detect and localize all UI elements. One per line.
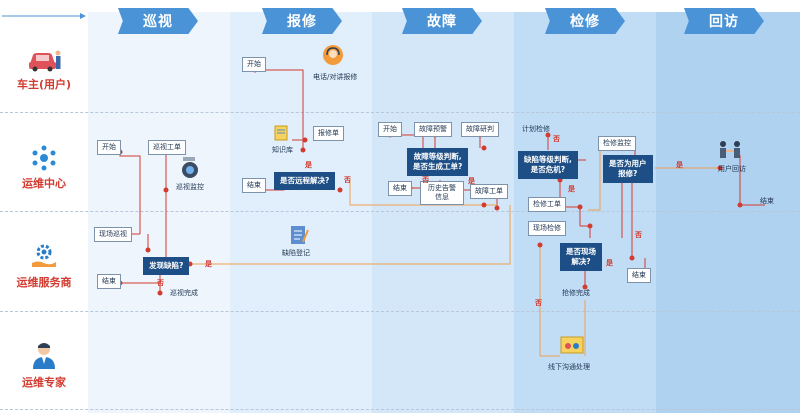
lane-divider (0, 311, 800, 312)
column-bg-report (230, 12, 372, 413)
camera-icon (182, 157, 198, 178)
decision-defect-level-line1: 缺陷等级判断, (524, 155, 572, 164)
lane-divider (0, 409, 800, 410)
node-plan-repair: 计划检修 (522, 125, 550, 133)
decision-defect-level: 缺陷等级判断, 是否危机? (518, 151, 578, 179)
node-start-patrol: 开始 (97, 140, 121, 155)
role-label-provider: 运维服务商 (16, 276, 72, 289)
column-bg-fault (372, 12, 514, 413)
yes-label: 是 (468, 177, 475, 185)
yes-label: 是 (205, 260, 212, 268)
yes-label: 是 (305, 161, 312, 169)
node-history-alarm: 历史告警信息 (420, 181, 464, 205)
decision-defect-level-line2: 是否危机? (530, 165, 566, 174)
no-label: 否 (422, 176, 429, 184)
node-patrol-order: 巡视工单 (148, 140, 186, 155)
node-user-return: 用户回访 (718, 165, 746, 173)
node-phone-report: 电话/对讲报修 (313, 73, 358, 81)
lane-divider (0, 211, 800, 212)
book-icon (274, 125, 288, 141)
yes-label: 是 (676, 161, 683, 169)
phase-tab-repair: 检修 (545, 8, 625, 34)
column-bg-return (656, 12, 800, 413)
phase-tab-return: 回访 (684, 8, 764, 34)
yes-label: 是 (568, 185, 575, 193)
no-label: 否 (157, 279, 164, 287)
decision-found-defect: 发现缺陷? (143, 257, 190, 275)
decision-site-solve-line2: 解决? (571, 257, 591, 266)
column-bg-patrol (88, 12, 230, 413)
phase-tab-fault: 故障 (402, 8, 482, 34)
decision-fault-level: 故障等级判断, 是否生成工单? (407, 148, 469, 176)
molecule-icon (32, 145, 56, 171)
node-start-fault: 开始 (378, 122, 402, 137)
node-repair-monitor: 检修监控 (598, 136, 636, 151)
node-repair-form: 报修单 (313, 126, 344, 141)
no-label: 否 (635, 231, 642, 239)
node-patrol-monitor: 巡视监控 (176, 183, 204, 191)
car-icon (29, 50, 61, 72)
node-start-report: 开始 (242, 57, 266, 72)
node-field-patrol: 现场巡视 (94, 227, 132, 242)
decision-user-report: 是否为用户 报修? (603, 155, 653, 183)
phase-tab-report: 报修 (262, 8, 342, 34)
node-end-report: 结束 (242, 178, 266, 193)
headset-icon (323, 45, 343, 65)
node-repair-done: 抢修完成 (562, 289, 590, 297)
expert-icon (33, 343, 55, 369)
node-end-return: 结束 (760, 197, 774, 205)
node-repair-order: 检修工单 (528, 197, 566, 212)
decision-fault-level-line1: 故障等级判断, (413, 152, 462, 161)
no-label: 否 (553, 135, 560, 143)
node-offline-handle: 线下沟通处理 (548, 363, 590, 371)
gear-hand-icon (32, 244, 56, 267)
lane-divider (0, 112, 800, 113)
node-fault-order: 故障工单 (470, 184, 508, 199)
role-label-owner: 车主(用户) (16, 78, 72, 91)
node-knowledge-base: 知识库 (272, 146, 293, 154)
node-defect-register: 缺陷登记 (282, 249, 310, 257)
decision-remote-solve: 是否远程解决? (274, 172, 336, 190)
role-label-center: 运维中心 (22, 177, 66, 190)
node-fault-warning: 故障预警 (414, 122, 452, 137)
phase-tab-patrol: 巡视 (118, 8, 198, 34)
form-icon (291, 226, 309, 244)
handshake-icon (720, 141, 740, 158)
no-label: 否 (344, 176, 351, 184)
node-patrol-done: 巡视完成 (170, 289, 198, 297)
role-label-expert: 运维专家 (22, 376, 66, 389)
node-end-fault: 结束 (388, 181, 412, 196)
offline-icon (560, 336, 584, 354)
decision-fault-level-line2: 是否生成工单? (413, 162, 463, 171)
node-field-repair: 现场检修 (528, 221, 566, 236)
node-fault-judge: 故障研判 (461, 122, 499, 137)
node-end-repair: 结束 (627, 268, 651, 283)
decision-user-report-line1: 是否为用户 (609, 159, 647, 168)
decision-site-solve-line1: 是否现场 (566, 247, 596, 256)
yes-label: 是 (606, 259, 613, 267)
node-end-patrol: 结束 (97, 274, 121, 289)
no-label: 否 (535, 299, 542, 307)
decision-user-report-line2: 报修? (618, 169, 638, 178)
decision-site-solve: 是否现场 解决? (560, 243, 602, 271)
